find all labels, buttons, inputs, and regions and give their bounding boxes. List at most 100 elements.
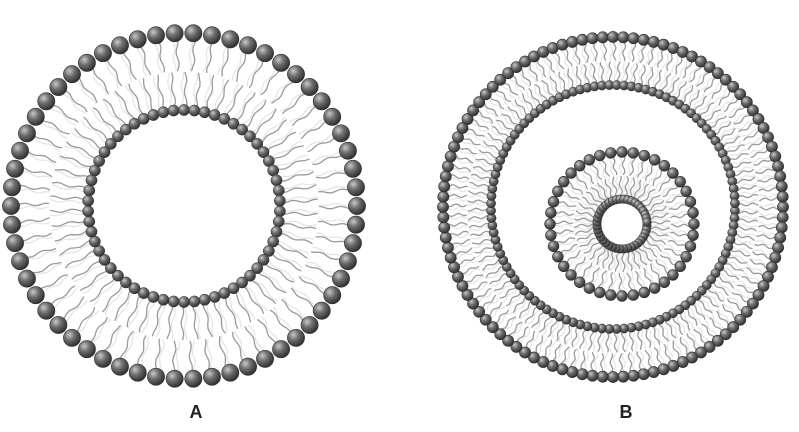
outer-lipid-head [3, 179, 20, 196]
outer-lipid-head [777, 191, 788, 202]
outer-lipid-head [775, 171, 786, 182]
outer-lipid-head [222, 364, 239, 381]
lipid-tail [51, 200, 85, 204]
inner-lipid-head [158, 107, 169, 118]
inner-lipid-head [189, 105, 200, 116]
lipid-tail [672, 224, 691, 227]
bilayer-1 [545, 147, 700, 302]
outer-lipid-head [618, 371, 629, 382]
outer-lipid-head [659, 277, 670, 288]
lipid-tail [284, 297, 306, 320]
lipid-tail [189, 38, 192, 70]
lipid-tail [293, 106, 319, 126]
inner-lipid-head [271, 175, 282, 186]
lipid-tail [614, 332, 617, 352]
outer-lipid-head [617, 291, 628, 302]
lipid-tail [617, 62, 620, 82]
lipid-tail [253, 278, 278, 302]
inner-lipid-head [168, 105, 179, 116]
lipid-tail [695, 69, 706, 85]
lipid-tail [601, 41, 604, 61]
lipid-tail [737, 194, 757, 197]
lipid-tail [50, 286, 75, 307]
outer-lipid-head [38, 302, 55, 319]
outer-lipid-head [129, 364, 146, 381]
lipid-tail [738, 211, 758, 214]
outer-lipid-head [440, 232, 451, 243]
lipid-tail [176, 38, 179, 70]
lipid-tail [471, 231, 491, 235]
outer-lipid-head [689, 219, 700, 230]
lipid-tail [94, 278, 116, 304]
lipid-tail [722, 268, 741, 276]
lipid-tail [619, 252, 622, 272]
lipid-tail [103, 326, 120, 353]
lipid-tail [576, 67, 580, 87]
lipid-tail [184, 73, 186, 107]
lipid-tail [725, 97, 739, 111]
lipid-tail [447, 213, 467, 216]
outer-lipid-head [638, 34, 649, 45]
outer-lipid-head [775, 232, 786, 243]
lipid-tail [259, 118, 284, 141]
inner-lipid-head [84, 185, 95, 196]
outer-lipid-head [668, 168, 679, 179]
lipid-tail [614, 62, 617, 82]
outer-lipid-head [577, 34, 588, 45]
lipid-tail [592, 64, 597, 84]
lipid-tail [271, 142, 301, 159]
lipid-tail [635, 158, 642, 176]
lipid-tail [447, 194, 467, 197]
outer-lipid-head [567, 366, 578, 377]
inner-lipid-head [178, 296, 189, 307]
lipid-tail [760, 198, 779, 201]
lipid-tail [556, 204, 574, 210]
lipid-tail [75, 308, 95, 333]
outer-lipid-head [332, 270, 349, 287]
outer-lipid-head [438, 191, 449, 202]
outer-lipid-head [18, 125, 35, 142]
lipid-tail [51, 104, 78, 122]
lipid-tail [207, 41, 214, 73]
lipid-tail [672, 221, 691, 224]
lipid-tail [606, 332, 609, 352]
lipid-tail [554, 212, 573, 215]
outer-lipid-head [597, 32, 608, 43]
outer-lipid-head [344, 160, 361, 177]
lipid-tail [320, 206, 352, 209]
lipid-tail [568, 254, 583, 266]
lipid-tail [623, 274, 625, 293]
outer-lipid-head [618, 32, 629, 43]
lipid-tail [258, 272, 286, 292]
lipid-tail [42, 276, 68, 295]
lipid-tail [258, 320, 278, 345]
outer-lipid-head [577, 369, 588, 380]
lipid-tail [759, 188, 779, 191]
outer-lipid-head [324, 287, 341, 304]
lipid-tail [481, 105, 496, 117]
outer-lipid-head [239, 37, 256, 54]
lipid-tail [244, 285, 267, 311]
lipid-tail [39, 275, 67, 291]
lipid-tail [630, 330, 634, 350]
lipid-tail [184, 305, 187, 339]
lipid-tail [189, 341, 192, 373]
outer-lipid-head [50, 78, 67, 95]
lipid-tail [566, 251, 580, 264]
lipid-tail [90, 320, 110, 345]
lipid-tail [51, 196, 85, 200]
lipid-tail [272, 80, 295, 103]
lipid-tail [469, 219, 489, 222]
lipid-tail [760, 216, 780, 219]
lipid-tail [52, 288, 76, 309]
lipid-tail [738, 203, 758, 206]
outer-lipid-head [584, 154, 595, 165]
lipid-tail [260, 65, 276, 93]
lipid-tail [591, 353, 594, 373]
lipid-tail [625, 331, 628, 351]
outer-lipid-head [111, 358, 128, 375]
outer-lipid-head [78, 341, 95, 358]
outer-lipid-head [18, 270, 35, 287]
lipid-tail [63, 300, 86, 322]
lipid-tail [49, 106, 75, 125]
